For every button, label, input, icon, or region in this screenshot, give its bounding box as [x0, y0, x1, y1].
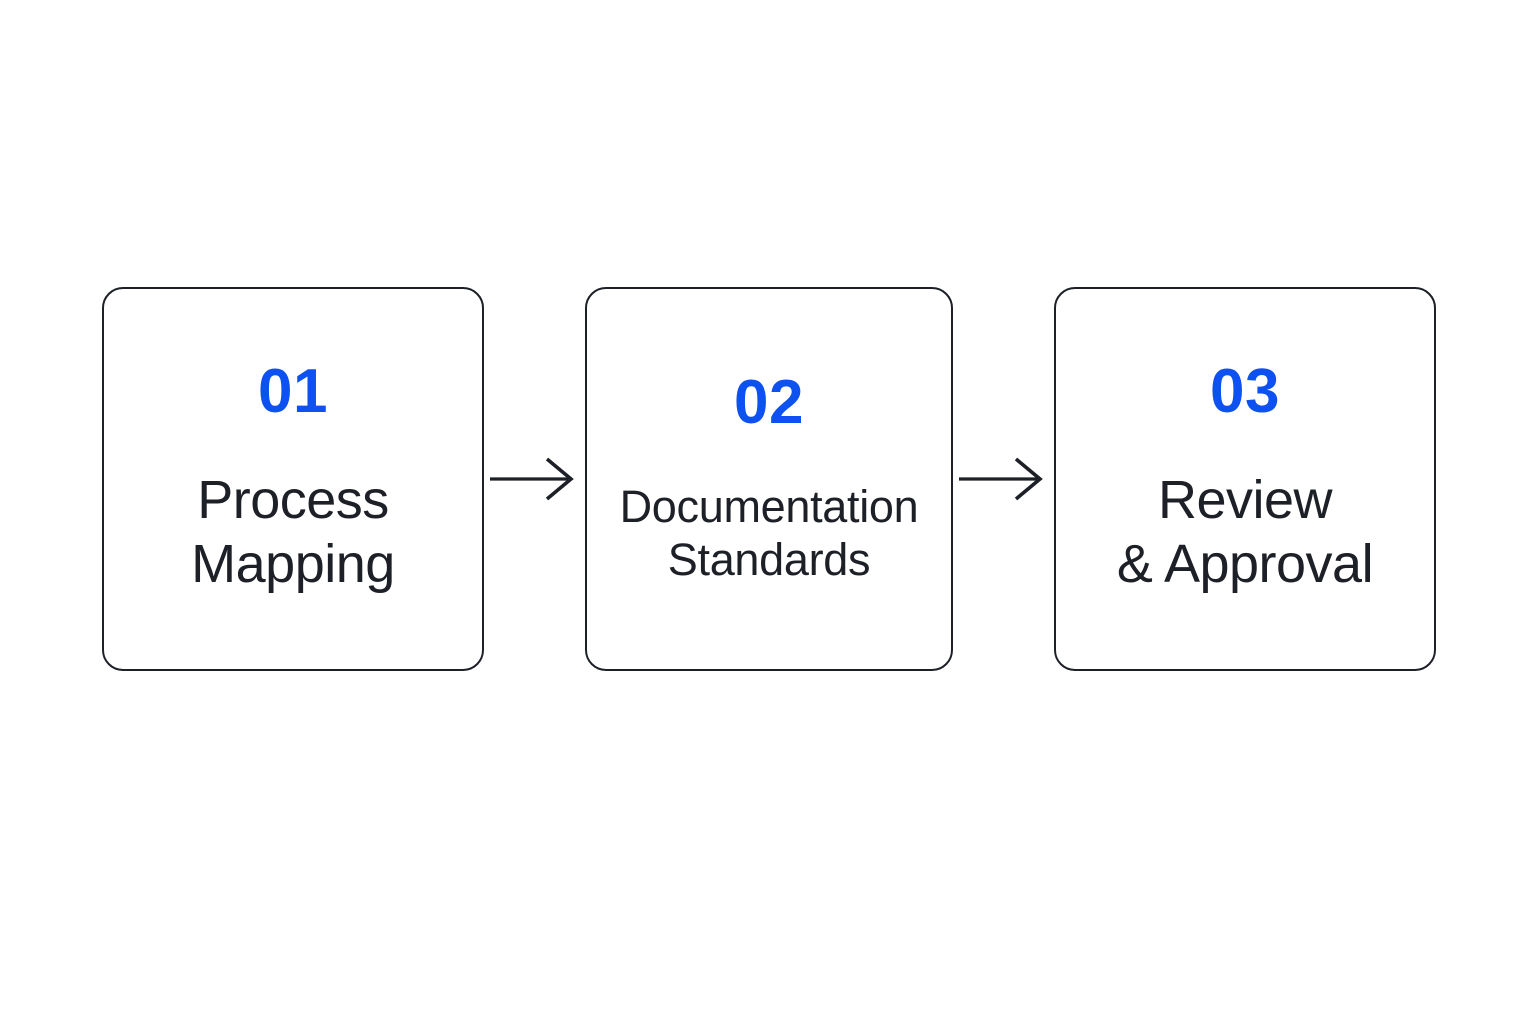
step-number-02: 02 — [734, 367, 804, 437]
step-label-03: Review & Approval — [1116, 470, 1374, 594]
step-card-01[interactable]: 01 Process Mapping — [102, 287, 484, 671]
arrow-right-icon — [489, 455, 580, 503]
step-number-03: 03 — [1210, 357, 1280, 427]
process-flow-row: 01 Process Mapping 02 Documentation Stan… — [102, 287, 1436, 671]
step-label-01: Process Mapping — [191, 470, 395, 594]
step-card-02[interactable]: 02 Documentation Standards — [585, 287, 953, 671]
connector-02-to-03 — [956, 449, 1052, 509]
step-number-01: 01 — [258, 357, 328, 427]
arrow-right-icon — [958, 455, 1049, 503]
step-label-02: Documentation Standards — [619, 480, 919, 585]
connector-01-to-02 — [487, 449, 583, 509]
step-card-03[interactable]: 03 Review & Approval — [1054, 287, 1436, 671]
